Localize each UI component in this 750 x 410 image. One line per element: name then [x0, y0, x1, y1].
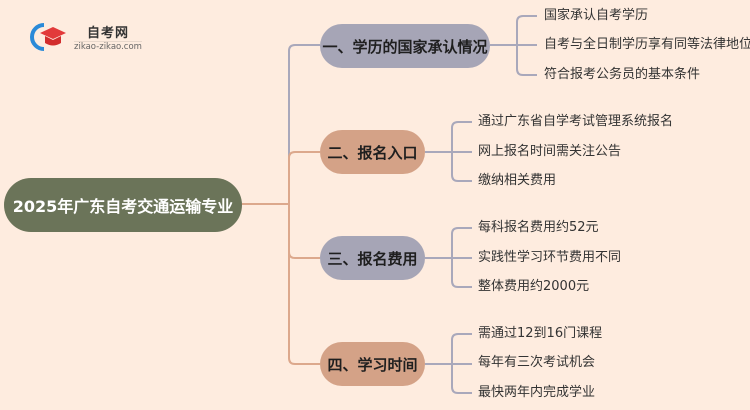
leaf-item[interactable]: 每科报名费用约52元 [478, 220, 599, 235]
leaf-item[interactable]: 最快两年内完成学业 [478, 385, 596, 400]
leaf-item[interactable]: 自考与全日制学历享有同等法律地位 [544, 37, 750, 52]
leaf-item[interactable]: 每年有三次考试机会 [478, 355, 596, 370]
leaf-item[interactable]: 需通过12到16门课程 [478, 326, 603, 341]
leaf-item[interactable]: 网上报名时间需关注公告 [478, 144, 622, 159]
leaf-item[interactable]: 整体费用约2000元 [478, 279, 590, 294]
branch-node-4[interactable]: 四、学习时间 [320, 342, 425, 386]
leaf-item[interactable]: 缴纳相关费用 [478, 173, 557, 188]
branch-node-2[interactable]: 二、报名入口 [320, 130, 425, 174]
leaf-item[interactable]: 国家承认自考学历 [544, 8, 649, 23]
logo-url: zikao-zikao.com [74, 41, 142, 52]
leaf-item[interactable]: 实践性学习环节费用不同 [478, 250, 622, 265]
branch-node-1[interactable]: 一、学历的国家承认情况 [320, 24, 490, 68]
leaf-item[interactable]: 符合报考公务员的基本条件 [544, 67, 701, 82]
leaf-item[interactable]: 通过广东省自学考试管理系统报名 [478, 114, 674, 129]
root-node[interactable]: 2025年广东自考交通运输专业 [4, 178, 242, 232]
graduation-cap-icon [30, 22, 68, 52]
logo-title: 自考网 [86, 26, 129, 41]
logo: 自考网 zikao-zikao.com [30, 22, 142, 52]
branch-node-3[interactable]: 三、报名费用 [320, 236, 425, 280]
